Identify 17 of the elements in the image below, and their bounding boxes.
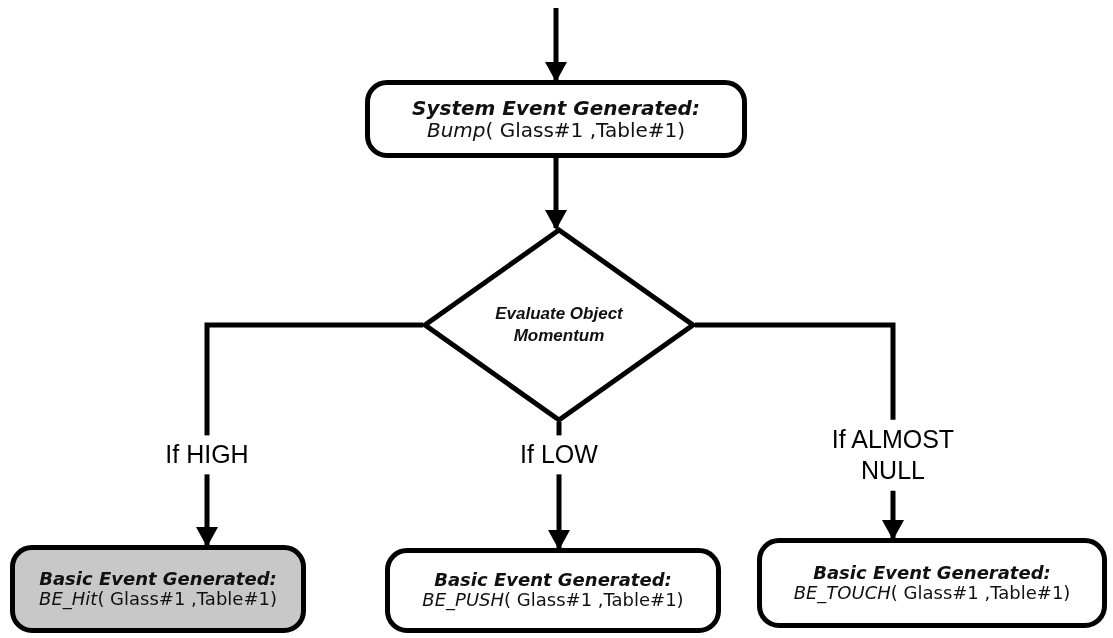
box-heading: System Event Generated:: [412, 96, 700, 119]
box-text: BE_PUSH( Glass#1 ,Table#1): [422, 590, 684, 611]
decision-diamond: [423, 228, 695, 422]
decision-text: Evaluate Object Momentum: [494, 302, 624, 347]
box-text: Bump( Glass#1 ,Table#1): [426, 118, 686, 142]
process-box: [365, 80, 747, 158]
box-heading: Basic Event Generated:: [434, 570, 672, 591]
process-box: [10, 545, 306, 633]
box-text: BE_TOUCH( Glass#1 ,Table#1): [793, 582, 1071, 604]
arrow: [545, 8, 567, 82]
box-heading: Basic Event Generated:: [39, 568, 277, 589]
box-heading: Basic Event Generated:: [813, 562, 1051, 583]
box-text: BE_Hit( Glass#1 ,Table#1): [39, 588, 277, 610]
process-box: [385, 548, 721, 633]
arrow: [545, 158, 567, 230]
arrow: [196, 322, 423, 547]
process-box: [757, 538, 1107, 628]
